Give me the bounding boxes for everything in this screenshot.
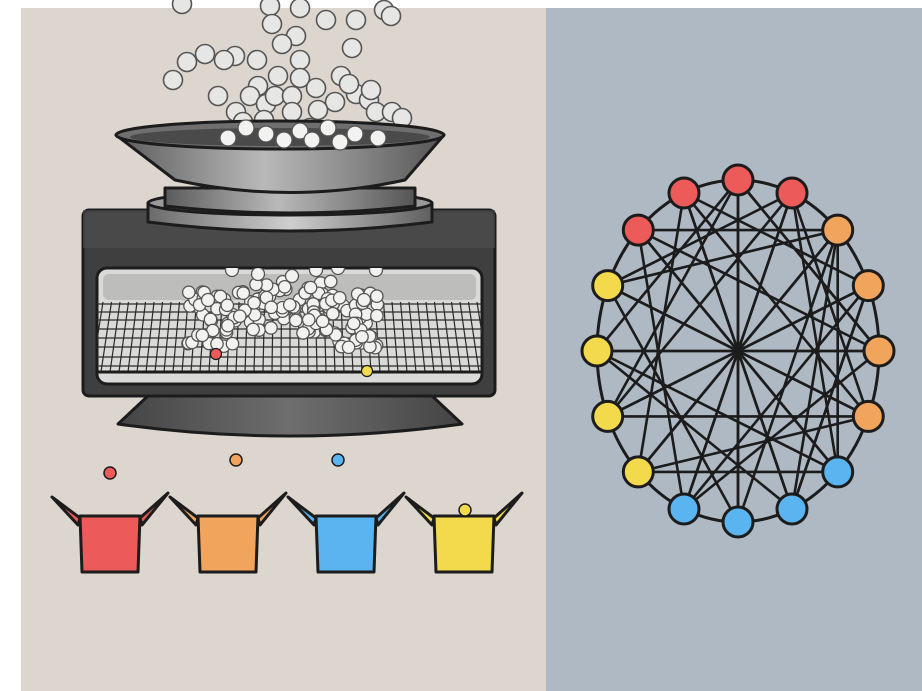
pile-ball — [334, 292, 346, 304]
falling-ball — [326, 93, 345, 112]
pile-ball — [304, 281, 316, 293]
pile-ball — [284, 299, 296, 311]
bowl-ball — [238, 120, 254, 136]
network-node-yellow — [593, 401, 623, 431]
falling-ball — [164, 71, 183, 90]
network-node-orange — [853, 401, 883, 431]
pile-ball — [371, 310, 383, 322]
falling-ball — [215, 51, 234, 70]
pile-ball — [297, 327, 309, 339]
pile-ball — [303, 314, 315, 326]
network-node-orange — [864, 336, 894, 366]
sorted-ball-red — [104, 467, 116, 479]
falling-ball — [173, 0, 192, 14]
bowl-ball — [332, 134, 348, 150]
falling-ball — [382, 7, 401, 26]
falling-ball — [291, 0, 310, 18]
falling-ball — [340, 75, 359, 94]
falling-ball — [291, 51, 310, 70]
pile-ball — [234, 310, 246, 322]
falling-ball — [178, 53, 197, 72]
falling-ball — [269, 67, 288, 86]
pile-ball — [265, 301, 277, 313]
bowl-ball — [304, 132, 320, 148]
network-node-orange — [823, 215, 853, 245]
falling-ball — [248, 51, 267, 70]
pile-ball — [342, 341, 354, 353]
network-node-blue — [723, 507, 753, 537]
network-node-yellow — [623, 457, 653, 487]
network-node-red — [777, 178, 807, 208]
falling-ball — [263, 15, 282, 34]
pile-ball — [286, 270, 299, 283]
network-node-yellow — [582, 336, 612, 366]
falling-ball — [196, 45, 215, 64]
machine-base — [118, 394, 462, 436]
falling-ball — [347, 11, 366, 30]
falling-ball — [209, 87, 228, 106]
network-node-red — [669, 178, 699, 208]
pile-ball — [247, 323, 259, 335]
falling-ball — [273, 35, 292, 54]
pile-ball — [226, 338, 238, 350]
network-node-orange — [853, 271, 883, 301]
bowl-ball — [258, 126, 274, 142]
falling-ball — [362, 81, 381, 100]
pile-ball — [316, 315, 328, 327]
pile-ball — [196, 329, 208, 341]
falling-ball — [261, 0, 280, 16]
falling-ball — [309, 101, 328, 120]
pile-ball — [204, 313, 216, 325]
bowl-ball — [276, 132, 292, 148]
pile-ball — [290, 314, 302, 326]
network-node-red — [623, 215, 653, 245]
pile-ball — [248, 297, 260, 309]
pile-ball — [222, 320, 234, 332]
network-node-blue — [777, 494, 807, 524]
falling-ball — [307, 79, 326, 98]
pile-ball — [183, 286, 195, 298]
falling-ball — [317, 11, 336, 30]
pile-ball — [202, 294, 215, 307]
pile-ball — [371, 290, 383, 302]
network-node-yellow — [593, 271, 623, 301]
falling-ball — [343, 39, 362, 58]
pile-ball — [348, 317, 360, 329]
bowl-ball — [370, 130, 386, 146]
network-node-blue — [669, 494, 699, 524]
network-node-red — [723, 165, 753, 195]
network-graph — [582, 165, 894, 537]
sorted-ball-blue — [332, 454, 344, 466]
network-node-blue — [823, 457, 853, 487]
falling-ball — [283, 103, 302, 122]
pile-ball — [221, 299, 233, 311]
pile-ball — [325, 275, 337, 287]
sorted-ball-yellow — [459, 504, 471, 516]
sieve-ball-yellow — [362, 366, 373, 377]
bowl-ball — [320, 120, 336, 136]
sorted-ball-orange — [230, 454, 242, 466]
pile-ball — [237, 287, 249, 299]
pile-ball — [252, 268, 265, 281]
pile-ball — [356, 331, 368, 343]
pile-ball — [265, 322, 277, 334]
bowl-ball — [347, 126, 363, 142]
bowl-ball — [220, 130, 236, 146]
sieve-ball-red — [211, 349, 222, 360]
falling-ball — [266, 87, 285, 106]
pile-ball — [358, 294, 371, 307]
